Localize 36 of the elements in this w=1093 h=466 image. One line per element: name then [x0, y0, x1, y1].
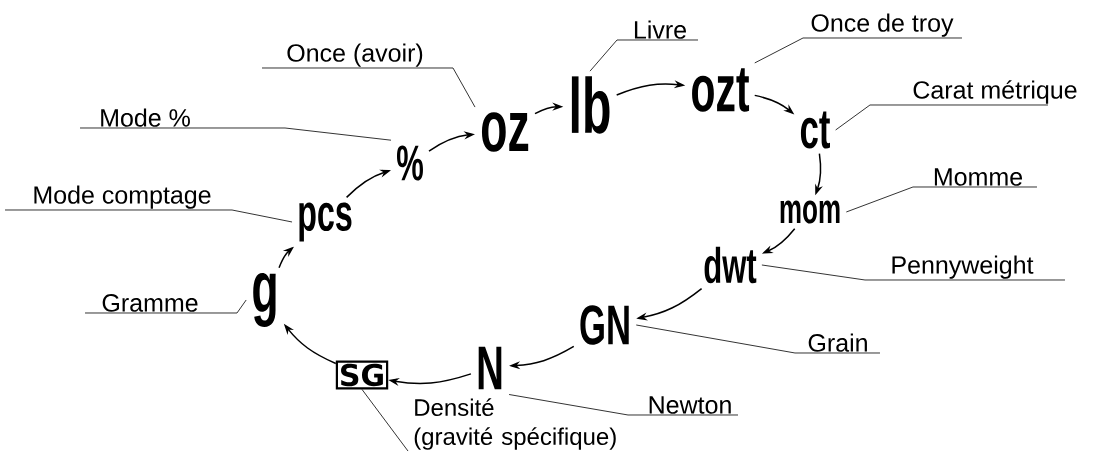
unit-symbol: oz — [481, 112, 529, 152]
unit-label: Newton — [649, 396, 731, 414]
unit-label: Gramme — [102, 294, 198, 312]
unit-symbol: ct — [800, 111, 830, 149]
unit-label: Once de troy — [811, 13, 954, 37]
leader-line — [845, 186, 1038, 213]
leader-line — [79, 127, 392, 141]
unit-symbol: mom — [780, 200, 840, 224]
unit-symbol: pcs — [299, 202, 352, 242]
unit-label: Mode % — [101, 108, 190, 127]
unit-label: Momme — [934, 168, 1022, 186]
leader-line — [84, 299, 247, 314]
leader-line — [635, 324, 881, 354]
leader-line — [4, 209, 293, 223]
leader-line — [261, 67, 476, 108]
leader-line — [361, 389, 409, 452]
leader-line — [761, 264, 1066, 281]
unit-label: Livre — [634, 20, 686, 39]
unit-label: Carat métrique — [913, 80, 1077, 104]
leader-line — [754, 37, 963, 64]
unit-label: Densité (gravité spécifique) — [414, 398, 616, 450]
unit-symbol: ozt — [692, 68, 750, 112]
leader-line — [835, 104, 1049, 131]
unit-symbol: dwt — [704, 246, 757, 284]
unit-symbol: N — [478, 346, 502, 390]
leader-line — [508, 394, 739, 416]
unit-symbol: g — [253, 272, 276, 327]
unit-symbol: GN — [580, 305, 629, 345]
unit-symbol: % — [397, 145, 423, 181]
leader-line — [589, 39, 699, 72]
unit-symbol: lb — [571, 76, 610, 134]
unit-label: Once (avoir) — [287, 43, 423, 67]
unit-label: Grain — [808, 333, 867, 352]
unit-label: Pennyweight — [892, 255, 1034, 279]
unit-label: Mode comptage — [34, 185, 211, 209]
symbol-box: SG — [335, 360, 389, 390]
